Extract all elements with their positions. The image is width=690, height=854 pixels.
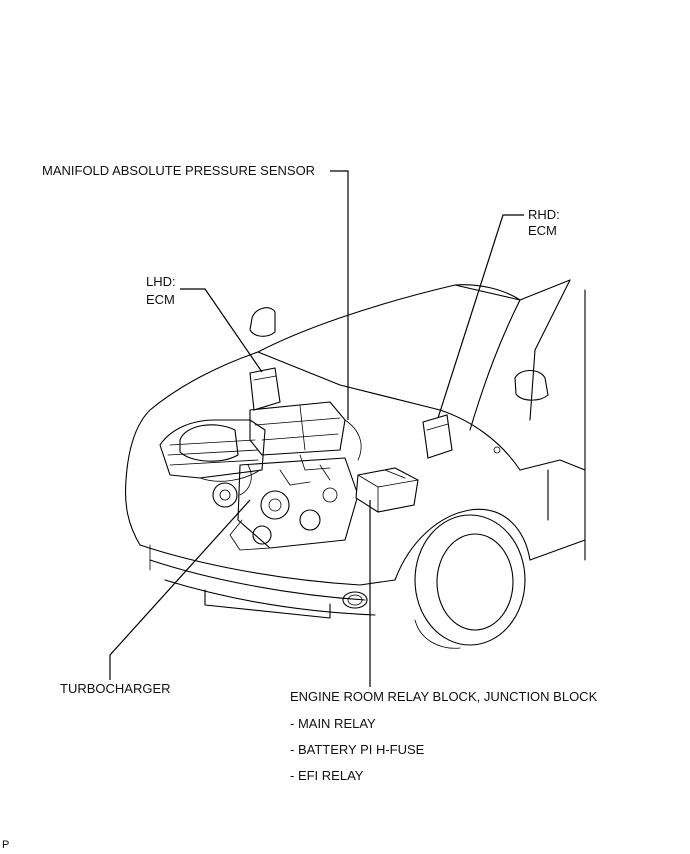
leader-turbocharger bbox=[109, 499, 251, 680]
rhd-ecm-unit bbox=[422, 414, 453, 459]
battery-fuse-label: - BATTERY PI H-FUSE bbox=[290, 742, 425, 757]
leader-lhd-ecm bbox=[180, 288, 263, 373]
leader-lines bbox=[109, 170, 524, 687]
lhd-label: LHD: bbox=[146, 274, 176, 289]
lhd-ecm-label: ECM bbox=[146, 292, 175, 307]
leader-rhd-ecm bbox=[437, 214, 524, 419]
corner-mark: P bbox=[2, 839, 10, 851]
rhd-ecm-label: ECM bbox=[528, 223, 557, 238]
vehicle-outline bbox=[125, 279, 586, 649]
relay-block-unit bbox=[355, 467, 419, 513]
rhd-label: RHD: bbox=[528, 207, 560, 222]
main-relay-label: - MAIN RELAY bbox=[290, 716, 376, 731]
relay-block-label: ENGINE ROOM RELAY BLOCK, JUNCTION BLOCK bbox=[290, 689, 598, 704]
lhd-ecm-unit bbox=[249, 367, 281, 411]
efi-relay-label: - EFI RELAY bbox=[290, 768, 364, 783]
turbocharger-label: TURBOCHARGER bbox=[60, 681, 171, 696]
map-sensor-label: MANIFOLD ABSOLUTE PRESSURE SENSOR bbox=[42, 163, 316, 178]
engine-assembly bbox=[159, 401, 362, 551]
leader-map-sensor bbox=[330, 170, 349, 420]
